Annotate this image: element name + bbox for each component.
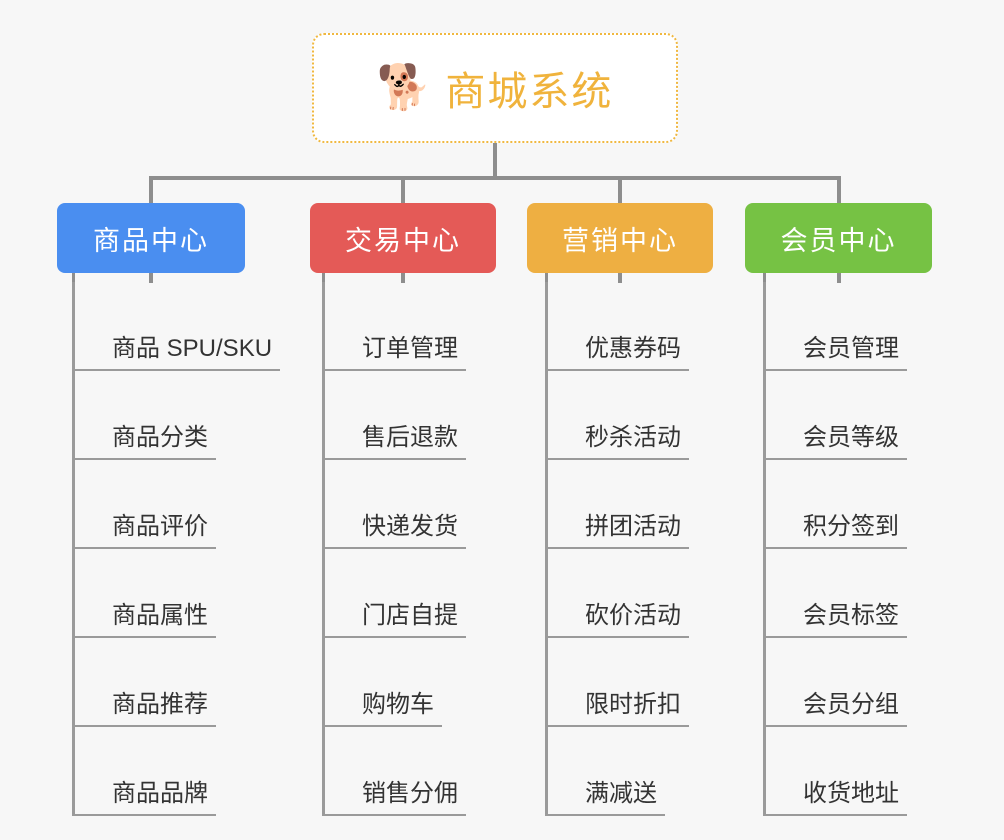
connector-stub-trade-center	[322, 273, 325, 284]
leaf-column-rail	[545, 282, 548, 816]
leaf-item[interactable]: 砍价活动	[545, 549, 689, 638]
leaf-item-label: 购物车	[322, 684, 442, 727]
leaf-item-label: 售后退款	[322, 417, 466, 460]
connector-drop-member-center	[836, 176, 841, 203]
leaf-item[interactable]: 订单管理	[322, 282, 466, 371]
leaf-item[interactable]: 购物车	[322, 638, 442, 727]
category-card-trade-center[interactable]: 交易中心	[310, 203, 496, 273]
leaf-item[interactable]: 优惠券码	[545, 282, 689, 371]
leaf-item[interactable]: 销售分佣	[322, 727, 466, 816]
leaf-item[interactable]: 商品品牌	[72, 727, 216, 816]
leaf-item-label: 砍价活动	[545, 595, 689, 638]
leaf-column-rail	[322, 282, 325, 816]
leaf-item[interactable]: 快递发货	[322, 460, 466, 549]
leaf-item-label: 订单管理	[322, 328, 466, 371]
connector-card-tail-marketing-center	[618, 273, 622, 283]
shiba-dog-face-icon: 🐕	[376, 63, 432, 112]
root-title: 商城系统	[445, 70, 614, 114]
leaf-item[interactable]: 收货地址	[763, 727, 907, 816]
leaf-item[interactable]: 拼团活动	[545, 460, 689, 549]
leaf-item-label: 会员等级	[763, 417, 907, 460]
category-card-member-center[interactable]: 会员中心	[745, 203, 932, 273]
leaf-item[interactable]: 会员管理	[763, 282, 907, 371]
connector-drop-trade-center	[401, 176, 405, 203]
leaf-item-label: 秒杀活动	[545, 417, 689, 460]
leaf-item[interactable]: 商品属性	[72, 549, 216, 638]
connector-root-stem	[493, 143, 497, 180]
leaf-item[interactable]: 会员分组	[763, 638, 907, 727]
leaf-item[interactable]: 商品 SPU/SKU	[71, 282, 281, 371]
category-title: 会员中心	[780, 225, 897, 256]
connector-stub-product-center	[72, 273, 75, 284]
leaf-item-label: 优惠券码	[545, 328, 689, 371]
category-title: 商品中心	[93, 225, 209, 256]
leaf-item-label: 销售分佣	[322, 773, 466, 816]
leaf-item[interactable]: 售后退款	[322, 371, 466, 460]
leaf-item[interactable]: 商品推荐	[72, 638, 216, 727]
leaf-item[interactable]: 商品分类	[72, 371, 216, 460]
leaf-item-label: 限时折扣	[545, 684, 689, 727]
leaf-item-label: 快递发货	[322, 506, 466, 549]
leaf-item-label: 满减送	[545, 773, 665, 816]
leaf-item[interactable]: 秒杀活动	[545, 371, 689, 460]
leaf-item[interactable]: 满减送	[545, 727, 665, 816]
leaf-item[interactable]: 商品评价	[72, 460, 216, 549]
leaf-column-rail	[72, 282, 75, 816]
leaf-item-label: 商品品牌	[72, 773, 216, 816]
connector-drop-marketing-center	[618, 176, 622, 203]
leaf-item[interactable]: 积分签到	[763, 460, 907, 549]
leaf-item-label: 会员标签	[763, 595, 907, 638]
leaf-item-label: 积分签到	[763, 506, 907, 549]
category-card-product-center[interactable]: 商品中心	[57, 203, 245, 273]
leaf-item-label: 商品评价	[72, 506, 216, 549]
root-node[interactable]: 🐕 商城系统	[312, 33, 678, 143]
connector-stub-member-center	[763, 273, 766, 284]
leaf-item-label: 门店自提	[322, 595, 466, 638]
connector-stub-marketing-center	[545, 273, 548, 284]
leaf-item-label: 商品分类	[72, 417, 216, 460]
leaf-item-label: 商品属性	[72, 595, 216, 638]
leaf-item-label: 商品 SPU/SKU	[71, 328, 281, 371]
leaf-item-label: 会员分组	[763, 684, 907, 727]
leaf-item-label: 收货地址	[763, 773, 907, 816]
leaf-item[interactable]: 会员标签	[763, 549, 907, 638]
category-title: 营销中心	[562, 225, 678, 256]
connector-bus	[149, 176, 841, 180]
leaf-item[interactable]: 限时折扣	[545, 638, 689, 727]
connector-card-tail-trade-center	[401, 273, 405, 283]
connector-drop-product-center	[149, 176, 153, 203]
leaf-item[interactable]: 门店自提	[322, 549, 466, 638]
category-card-marketing-center[interactable]: 营销中心	[527, 203, 713, 273]
connector-card-tail-product-center	[149, 273, 153, 283]
connector-card-tail-member-center	[836, 273, 841, 283]
leaf-item[interactable]: 会员等级	[763, 371, 907, 460]
leaf-item-label: 商品推荐	[72, 684, 216, 727]
leaf-item-label: 会员管理	[763, 328, 907, 371]
leaf-column-rail	[763, 282, 766, 816]
leaf-item-label: 拼团活动	[545, 506, 689, 549]
category-title: 交易中心	[345, 225, 461, 256]
